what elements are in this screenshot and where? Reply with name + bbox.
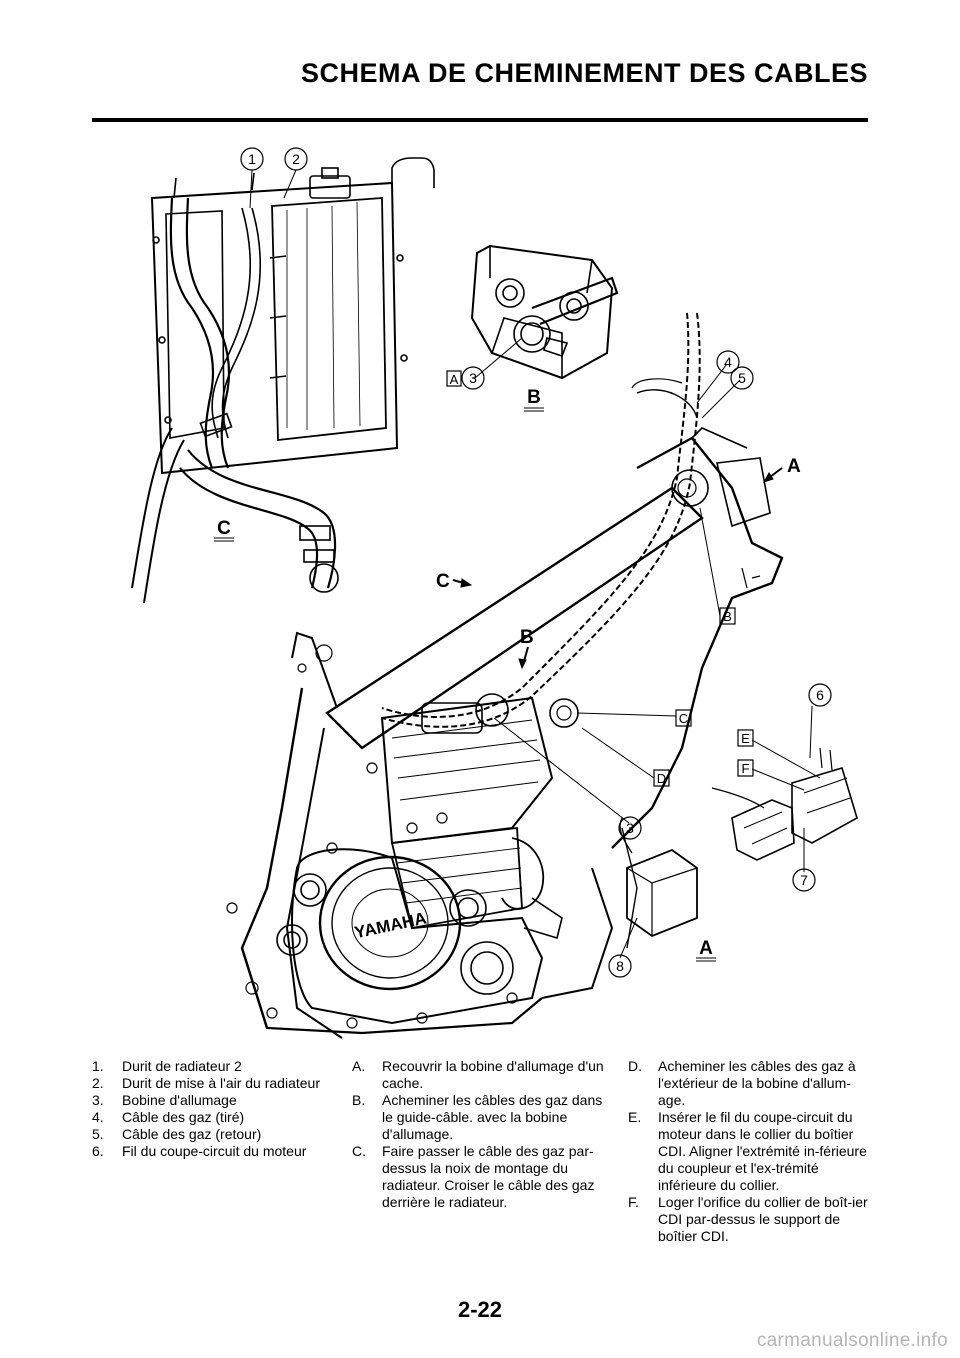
svg-text:5: 5 [738,370,746,386]
box-label-f: F [737,759,754,777]
view-arrow-a: A [762,456,801,483]
callout-1: 1 [240,147,264,171]
svg-text:8: 8 [616,958,624,974]
frame-and-engine: YAMAHA [226,312,784,1039]
svg-text:1: 1 [248,151,256,167]
box-label-a: A [446,370,462,387]
view-label-c: C [214,518,234,542]
svg-text:C: C [436,571,450,592]
callout-3-main: 3 [618,816,642,840]
svg-text:C: C [679,711,688,726]
callout-4: 4 [716,350,740,374]
callout-6: 6 [808,683,832,707]
brand-text: YAMAHA [353,909,428,943]
list-item: A. Recouvrir la bobine d'allumage d'un c… [352,1058,604,1091]
list-item: 6.Fil du coupe-circuit du moteur [92,1143,307,1159]
svg-text:A: A [787,456,801,477]
svg-text:E: E [741,731,750,746]
list-item: 1.Durit de radiateur 2 [92,1058,242,1074]
svg-text:C: C [217,518,231,539]
list-item: 4.Câble des gaz (tiré) [92,1109,245,1125]
callout-3-detail: 3 [461,366,485,390]
view-label-b: B [524,387,544,412]
leader-lines [249,169,821,959]
box-label-e: E [737,729,754,747]
list-item: 5.Câble des gaz (retour) [92,1126,262,1142]
cdi-unit-detail [619,747,858,938]
page-title: SCHEMA DE CHEMINEMENT DES CABLES [300,58,868,88]
svg-text:6: 6 [816,687,824,703]
legend-notes-list-2: D.Acheminer les câbles des gaz à l'extér… [628,1058,873,1245]
svg-text:A: A [450,372,459,387]
svg-text:B: B [527,387,541,408]
list-item: F.Loger l'orifice du collier de boît-ier… [628,1194,868,1244]
page-number: 2-22 [457,1297,503,1322]
header-rule [92,118,868,122]
view-arrow-b: B [518,627,534,670]
list-item: C.Faire passer le câble des gaz par-dess… [352,1143,595,1210]
legend-notes-list-1: A. Recouvrir la bobine d'allumage d'un c… [352,1058,614,1211]
cable-routing-diagram: YAMAHA [131,147,858,1039]
svg-text:D: D [657,771,666,786]
svg-text:B: B [520,627,534,648]
box-label-b: B [719,607,736,625]
callout-2: 2 [284,147,308,171]
legend-parts-list: 1.Durit de radiateur 2 2.Durit de mise à… [92,1058,354,1160]
svg-text:F: F [742,761,750,776]
list-item: B.Acheminer les câbles des gaz dans le g… [352,1092,603,1142]
ignition-coil-detail [470,244,619,380]
list-item: E.Insérer le fil du coupe-circuit du mot… [628,1109,867,1193]
svg-text:B: B [723,609,732,624]
box-label-d: D [653,769,670,787]
callout-8: 8 [608,954,632,978]
svg-text:3: 3 [469,370,477,386]
callout-5: 5 [730,366,754,390]
callout-7: 7 [792,868,816,892]
list-item: 2.Durit de mise à l'air du radiateur [92,1075,320,1091]
svg-text:A: A [699,938,713,959]
view-arrow-c: C [436,571,473,592]
list-item: 3.Bobine d'allumage [92,1092,237,1108]
svg-text:7: 7 [800,872,808,888]
svg-text:2: 2 [292,151,300,167]
svg-text:4: 4 [724,354,732,370]
radiator-illustration [131,157,435,604]
view-label-a: A [696,938,716,962]
svg-text:3: 3 [626,820,634,836]
list-item: D.Acheminer les câbles des gaz à l'extér… [628,1058,856,1108]
box-label-c: C [675,709,692,727]
watermark: carmanualsonline.info [756,1330,948,1351]
